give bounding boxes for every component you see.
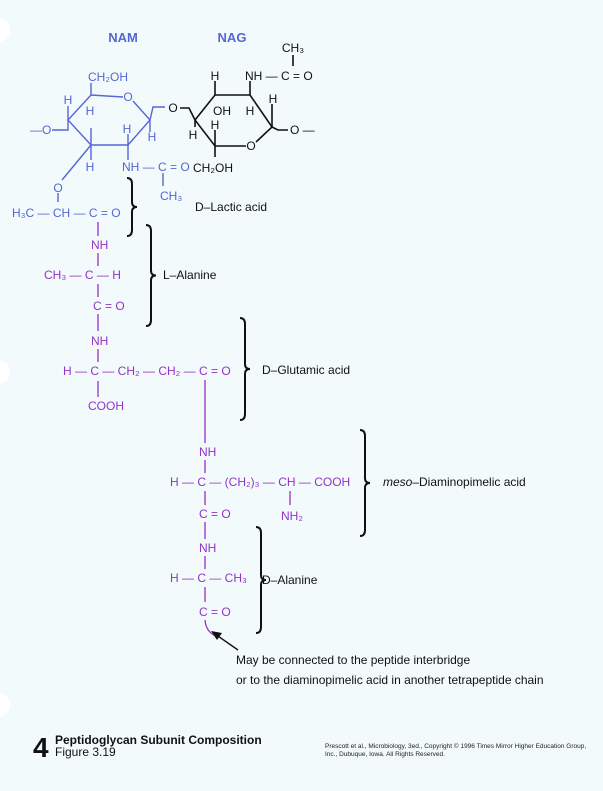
glutamate-cooh: COOH xyxy=(88,399,124,413)
nam-lactyl-oxygen: O xyxy=(53,181,62,195)
label-d-alanine: D–Alanine xyxy=(262,573,318,587)
alanine-row: CH₃ — C — H xyxy=(44,268,121,282)
punch-hole xyxy=(0,693,10,717)
dap-nh: NH xyxy=(199,445,216,459)
braces xyxy=(126,177,371,634)
glycosidic-oxygen: O xyxy=(168,101,177,115)
credit-line-2: Inc., Dubuque, Iowa. All Rights Reserved… xyxy=(325,751,445,758)
alanine-nh: NH xyxy=(91,238,108,252)
nam-acetyl-ch3: CH₃ xyxy=(160,189,182,203)
nam-h: H xyxy=(148,130,157,144)
label-diaminopimelic-acid: meso–Diaminopimelic acid xyxy=(383,475,526,489)
glutamate-row: H — C — CH₂ — CH₂ — C = O xyxy=(63,364,231,378)
glutamate-nh: NH xyxy=(91,334,108,348)
nam-h: H xyxy=(64,93,73,107)
figure-label: Figure 3.19 xyxy=(55,745,116,759)
nam-h: H xyxy=(123,122,132,136)
label-l-alanine: L–Alanine xyxy=(163,268,217,282)
nam-h: H xyxy=(86,160,95,174)
figure-title: Peptidoglycan Subunit Composition xyxy=(55,733,262,747)
nag-acetyl: NH — C = O xyxy=(245,69,313,83)
alanine-carbonyl: C = O xyxy=(93,299,125,313)
brace-dap xyxy=(359,429,371,537)
brace-l-alanine xyxy=(145,224,157,327)
dap-row: H — C — (CH₂)₃ — CH — COOH xyxy=(170,475,350,489)
nag-right-link: O — xyxy=(290,123,315,137)
nag-h: H xyxy=(269,92,278,106)
nag-h: H xyxy=(211,118,220,132)
brace-d-glutamic xyxy=(239,317,251,421)
d-alanine-row: H — C — CH₃ xyxy=(170,571,247,585)
punch-hole xyxy=(0,360,10,384)
note-line-2: or to the diaminopimelic acid in another… xyxy=(236,673,544,687)
nag-h: H xyxy=(211,69,220,83)
nag-header: NAG xyxy=(218,30,247,45)
punch-hole xyxy=(0,18,10,42)
dap-nh2: NH₂ xyxy=(281,509,303,523)
nag-ch3: CH₃ xyxy=(282,41,304,55)
nag-ring xyxy=(180,55,294,157)
nam-h: H xyxy=(86,104,95,118)
nam-acetyl: NH — C = O xyxy=(122,160,190,174)
dap-carbonyl: C = O xyxy=(199,507,231,521)
nam-left-link: —O xyxy=(30,123,51,137)
nam-header: NAM xyxy=(108,30,138,45)
nag-ring-oxygen: O xyxy=(246,139,255,153)
label-meso: meso xyxy=(383,475,413,489)
nam-lactyl: H₃C — CH — C = O xyxy=(12,206,121,220)
d-alanine-carbonyl: C = O xyxy=(199,605,231,619)
figure-number: 4 xyxy=(33,732,49,763)
nag-h: H xyxy=(246,104,255,118)
nag-oh: OH xyxy=(213,104,231,118)
nag-ch2oh: CH₂OH xyxy=(193,161,233,175)
peptide-bonds xyxy=(97,222,291,637)
label-d-glutamic-acid: D–Glutamic acid xyxy=(262,363,350,377)
note-line-1: May be connected to the peptide interbri… xyxy=(236,653,470,667)
nam-ring-oxygen: O xyxy=(123,90,132,104)
brace-d-alanine xyxy=(255,526,267,634)
nam-ch2oh: CH₂OH xyxy=(88,70,128,84)
credit-line-1: Prescott et al., Microbiology, 3ed., Cop… xyxy=(325,742,586,750)
label-dap-name: –Diaminopimelic acid xyxy=(412,475,525,489)
nag-h: H xyxy=(189,128,198,142)
brace-lactic xyxy=(126,177,138,237)
arrow-icon xyxy=(211,631,239,651)
nam-ring xyxy=(52,83,165,202)
d-alanine-nh: NH xyxy=(199,541,216,555)
label-lactic-acid: D–Lactic acid xyxy=(195,200,267,214)
